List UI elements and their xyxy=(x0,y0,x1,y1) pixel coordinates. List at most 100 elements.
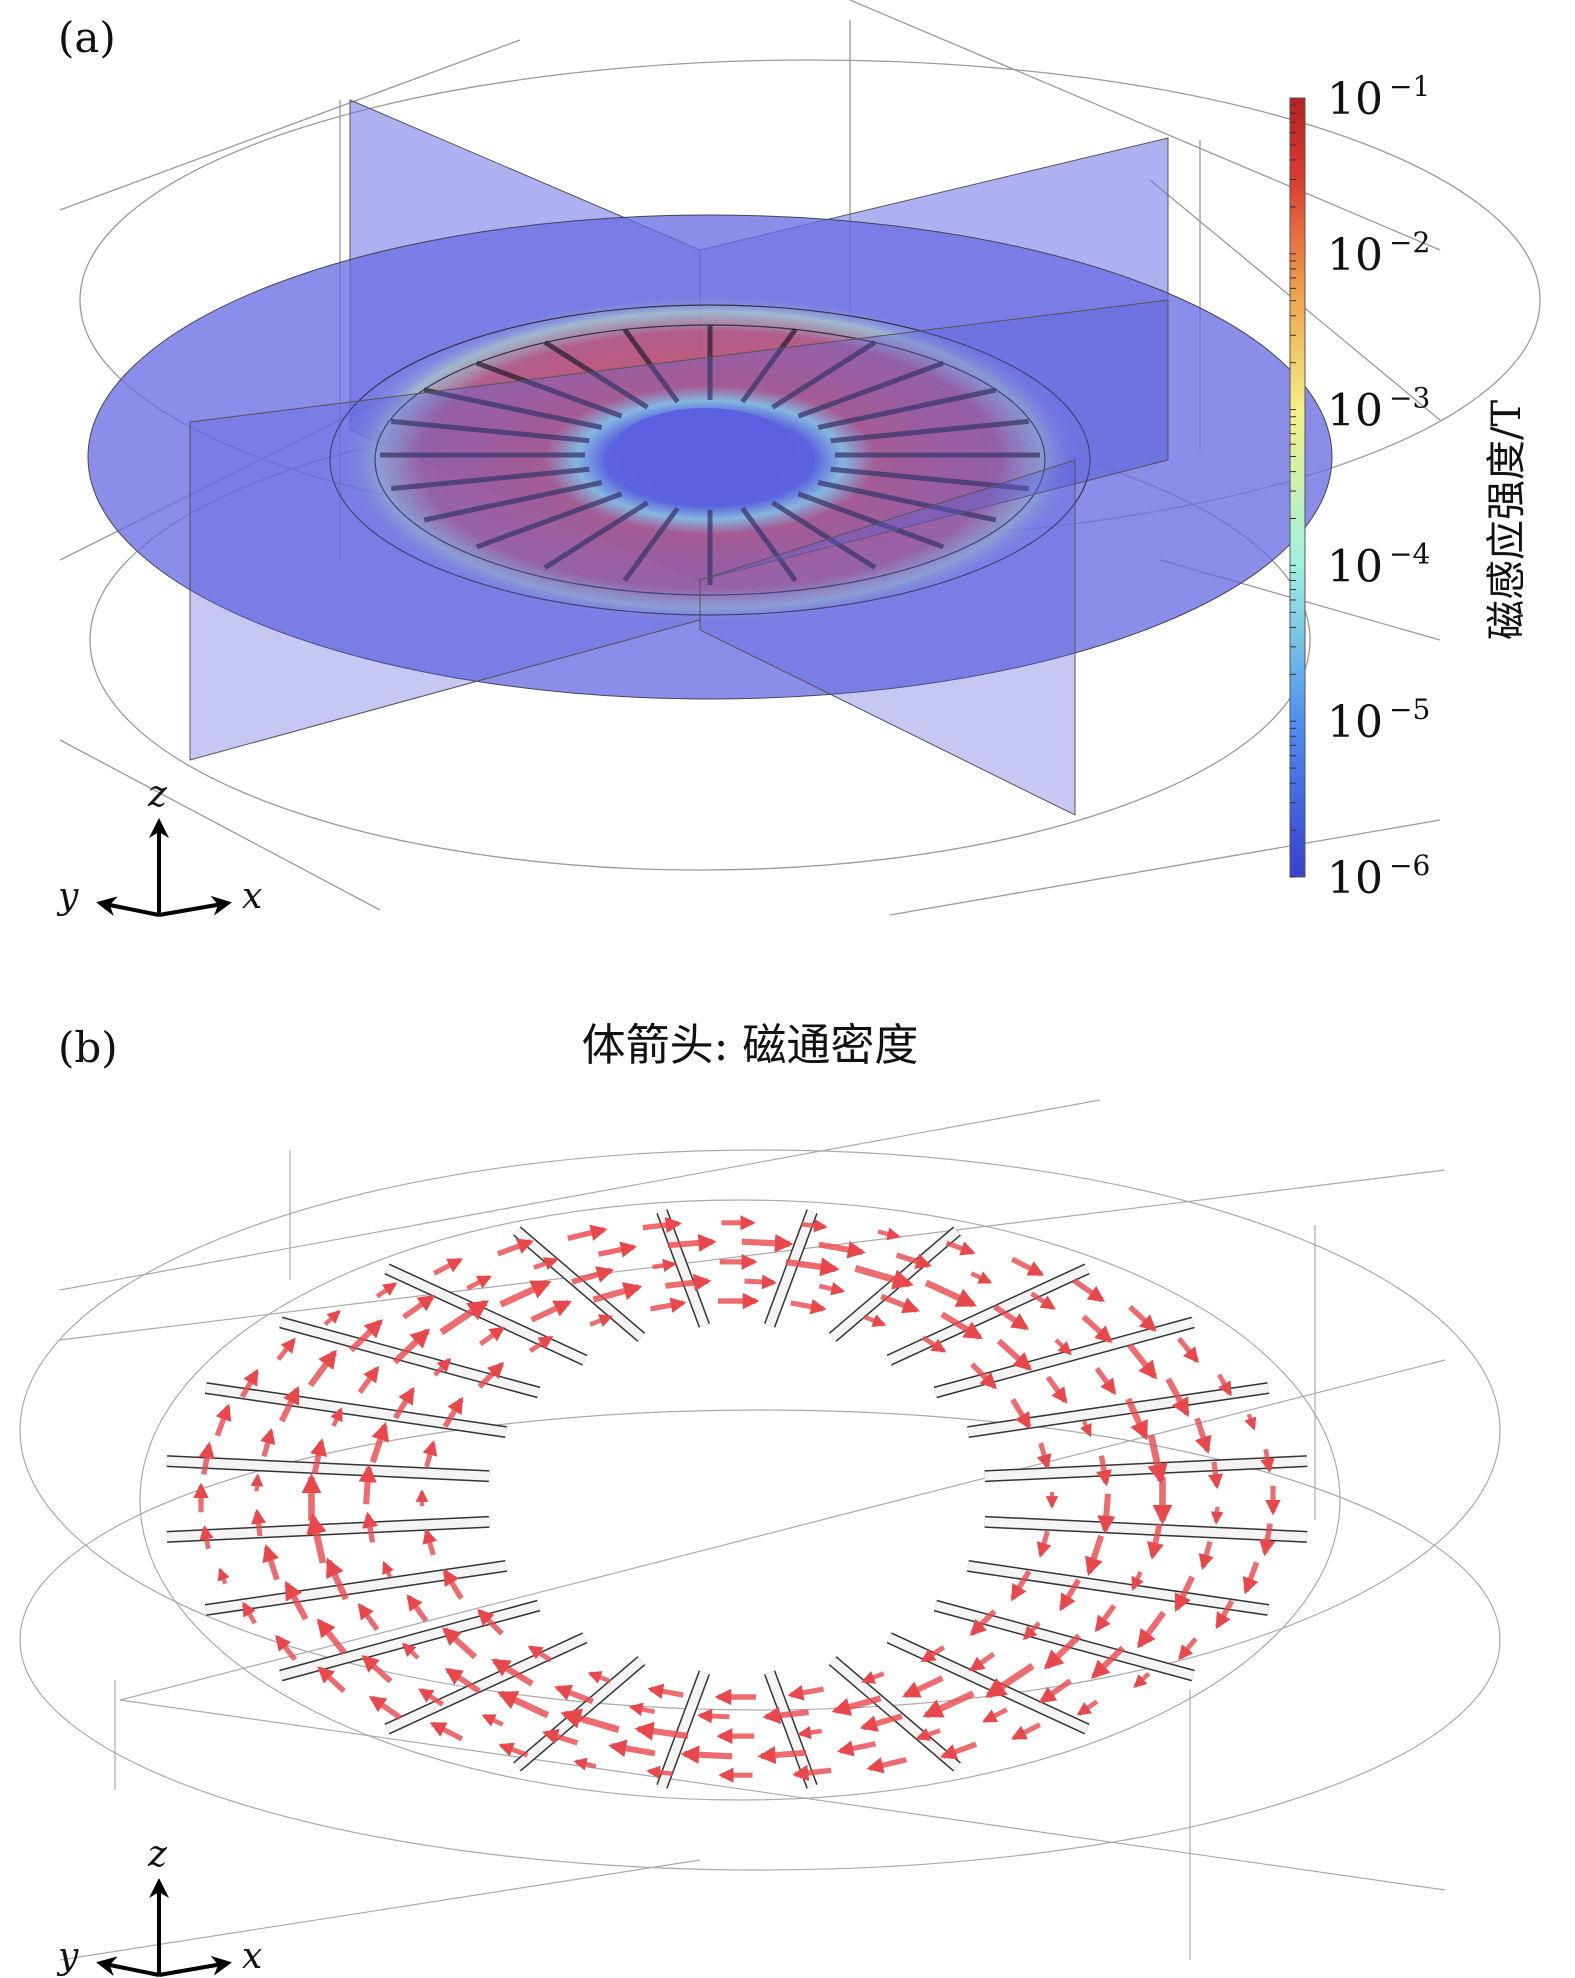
flux-arrow xyxy=(477,1361,505,1389)
flux-arrow xyxy=(250,1508,266,1537)
coil-spoke xyxy=(771,500,877,570)
flux-arrow xyxy=(970,1271,993,1285)
flux-arrow xyxy=(496,1238,534,1257)
flux-arrow xyxy=(1131,1570,1144,1591)
flux-arrow xyxy=(368,1695,402,1720)
flux-arrow xyxy=(818,1281,846,1296)
flux-arrow xyxy=(697,1708,730,1724)
flux-arrow xyxy=(1010,1398,1032,1430)
coil-bar-inner xyxy=(967,1383,1269,1437)
flux-arrow xyxy=(573,1757,597,1771)
flux-arrow xyxy=(442,1568,464,1600)
flux-arrow xyxy=(1178,1637,1198,1661)
coil-spoke xyxy=(830,418,1029,444)
flux-arrow xyxy=(797,1725,822,1740)
coil-bar-inner xyxy=(166,1456,490,1481)
coil-bar-inner xyxy=(765,1209,817,1328)
coil-bar-inner xyxy=(205,1561,507,1615)
flux-arrow xyxy=(1036,1442,1052,1470)
coil-spoke xyxy=(797,491,945,550)
flux-arrow xyxy=(790,1298,827,1315)
flux-arrow xyxy=(402,1642,420,1660)
flux-arrow xyxy=(357,1602,380,1632)
center-hole xyxy=(615,408,795,492)
coil-bar-inner xyxy=(984,1517,1308,1542)
flux-arrow xyxy=(432,1257,464,1276)
colorbar-tick-label: 10−5 xyxy=(1327,693,1430,748)
flux-arrow xyxy=(801,1218,828,1233)
flux-arrow xyxy=(369,1421,390,1464)
coil-bar-inner xyxy=(385,1633,587,1734)
flux-arrow xyxy=(940,1741,978,1760)
flux-arrow xyxy=(429,1721,464,1742)
flux-arrow xyxy=(880,1293,920,1314)
flux-arrow xyxy=(444,1667,481,1694)
flux-arrow xyxy=(924,1279,977,1308)
axis-triad-a: z y x xyxy=(56,774,262,917)
flux-arrow xyxy=(1084,1534,1105,1577)
panel-b: (b) 体箭头: 磁通密度 z y x xyxy=(19,1020,1501,1977)
coil-bar-inner xyxy=(514,1657,645,1771)
flux-arrow xyxy=(362,1511,378,1543)
flux-arrow xyxy=(680,1745,733,1765)
flux-arrow xyxy=(1133,1671,1151,1688)
coil-spoke xyxy=(817,387,997,430)
flux-arrow xyxy=(317,1666,346,1694)
axis-label-x: x xyxy=(242,1936,262,1977)
flux-arrow xyxy=(348,1319,383,1353)
flux-arrow xyxy=(762,1706,809,1725)
flux-arrow xyxy=(993,1304,1030,1331)
flux-arrow xyxy=(217,1567,230,1585)
flux-arrow xyxy=(330,1407,343,1428)
coil-bar-inner xyxy=(887,1633,1089,1734)
flux-arrow xyxy=(921,1335,947,1353)
flux-arrow xyxy=(667,1233,717,1252)
flux-arrow xyxy=(1036,1530,1052,1558)
flux-arrow xyxy=(1174,1575,1195,1612)
flux-arrow xyxy=(1198,1540,1214,1571)
flux-arrow xyxy=(1260,1448,1275,1473)
flux-arrow xyxy=(1045,1375,1068,1404)
flux-arrow xyxy=(554,1684,594,1705)
flux-arrow xyxy=(589,1314,613,1327)
coil-spoke xyxy=(622,327,680,404)
panel-b-label: (b) xyxy=(58,1023,118,1072)
colorbar-tick-label: 10−3 xyxy=(1327,382,1430,437)
flux-arrow xyxy=(250,1473,264,1492)
flux-arrow xyxy=(646,1765,673,1780)
flux-arrow xyxy=(358,1464,377,1505)
flux-arrow xyxy=(1097,1493,1116,1534)
flux-arrow xyxy=(982,1707,1008,1724)
coil-spoke xyxy=(740,506,798,583)
flux-arrow xyxy=(466,1274,492,1291)
flux-arrow xyxy=(1096,1455,1112,1487)
flux-arrow xyxy=(542,1729,579,1746)
colorbar: 10−110−210−310−410−510−6 磁感应强度/T xyxy=(1289,70,1530,904)
coil-bar-inner xyxy=(829,1227,960,1341)
flux-arrow xyxy=(1043,1633,1082,1670)
flux-arrow xyxy=(1030,1291,1056,1311)
flux-arrow xyxy=(402,1294,436,1320)
flux-arrow xyxy=(198,1441,215,1475)
flux-arrow xyxy=(406,1594,429,1623)
coil-spoke xyxy=(817,480,997,523)
coil-spoke xyxy=(543,340,649,410)
flux-arrow xyxy=(1080,1420,1092,1438)
flux-arrow xyxy=(1054,1338,1072,1356)
coil-bar-inner xyxy=(205,1383,507,1437)
coil-bar-inner xyxy=(279,1318,540,1397)
axis-label-y: y xyxy=(56,876,79,917)
coil-bar-inner xyxy=(657,1209,709,1328)
coil-spoke xyxy=(475,360,623,419)
flux-arrow xyxy=(491,1658,534,1687)
flux-arrow xyxy=(996,1338,1032,1371)
flux-arrow xyxy=(499,1279,552,1308)
flux-arrow xyxy=(1210,1506,1224,1525)
flux-arrow xyxy=(652,1258,677,1273)
coil-spoke xyxy=(771,340,877,410)
coil-bars xyxy=(166,1209,1308,1789)
coil-spoke xyxy=(740,327,798,404)
flux-arrow xyxy=(647,1683,684,1700)
flux-arrow xyxy=(1094,1603,1117,1633)
